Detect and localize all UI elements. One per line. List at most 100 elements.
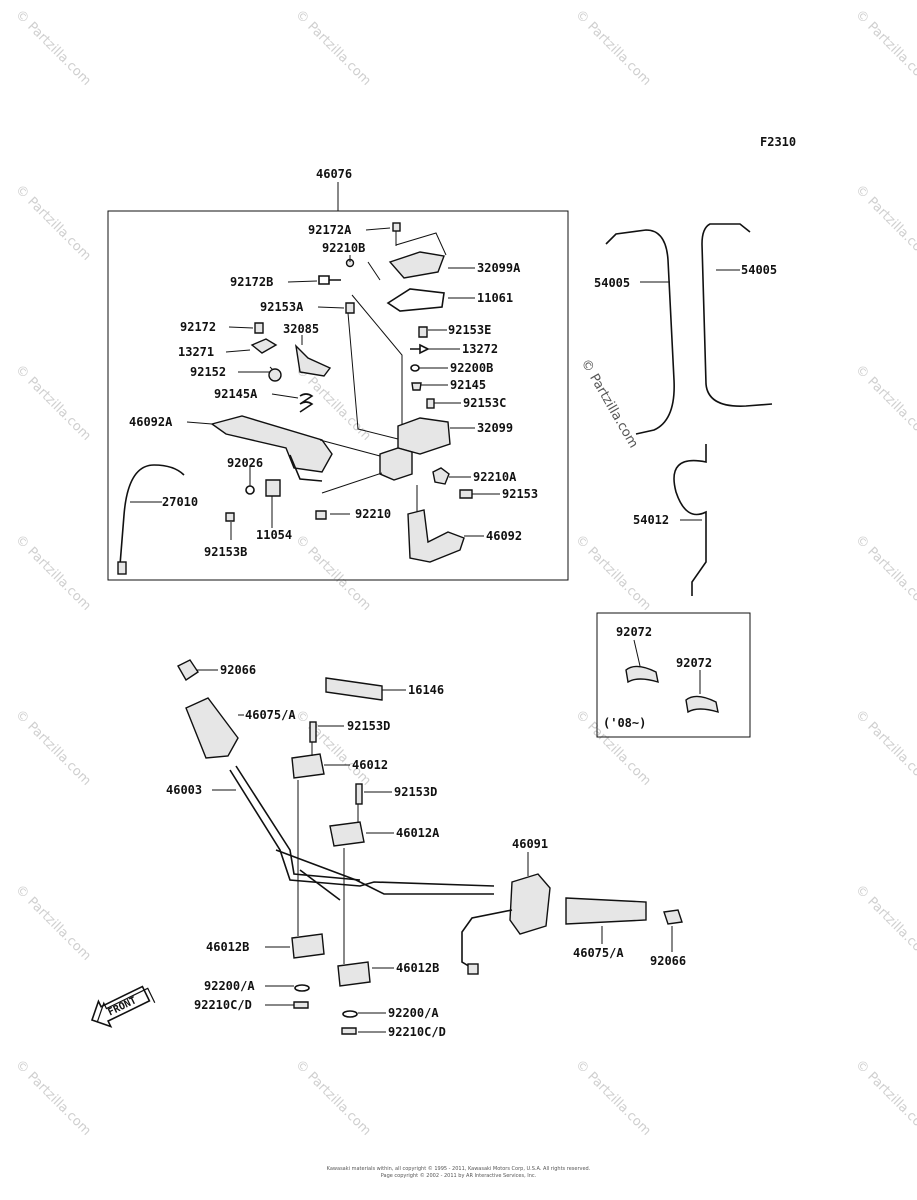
washer-icon <box>342 1010 358 1018</box>
part-label-46076: 46076 <box>316 167 352 181</box>
nut-icon <box>293 1001 309 1009</box>
screw-icon <box>225 512 235 522</box>
switch-wire-icon <box>461 909 513 969</box>
part-label-92153D: 92153D <box>394 785 437 799</box>
clip-icon <box>685 695 719 714</box>
master-cylinder-icon <box>397 417 451 455</box>
part-label-11054: 11054 <box>256 528 292 542</box>
part-label-92210CD: 92210C/D <box>194 998 252 1012</box>
copyright-line: Kawasaki materials within, all copyright… <box>326 1166 591 1172</box>
washer-icon <box>245 485 255 495</box>
part-label-46012B: 46012B <box>396 961 439 975</box>
bolt-icon <box>345 302 355 314</box>
part-label-13272: 13272 <box>462 342 498 356</box>
bolt-icon <box>459 489 473 499</box>
part-label-11061: 11061 <box>477 291 513 305</box>
throttle-cable-icon <box>605 229 675 435</box>
part-label-46012B: 46012B <box>206 940 249 954</box>
nut-icon <box>341 1027 357 1035</box>
brake-lever-icon <box>210 415 333 473</box>
inset-note: ('08~) <box>603 716 646 730</box>
holder-icon <box>291 753 325 779</box>
grip-icon <box>185 697 239 759</box>
leader-lines-upper <box>130 227 500 540</box>
part-label-92172A: 92172A <box>308 223 352 237</box>
front-arrow-icon <box>90 985 151 1028</box>
watermark: © Partzilla.com <box>292 1057 374 1139</box>
part-label-54005: 54005 <box>741 263 777 277</box>
cable-icon <box>673 444 707 596</box>
labels-lower: 92066 46075/A 16146 92153D 46012 46003 9… <box>166 663 686 1039</box>
bracket-icon <box>250 338 278 354</box>
watermark: © Partzilla.com <box>12 362 94 444</box>
brake-switch-wire-icon <box>119 464 185 566</box>
part-label-46003: 46003 <box>166 783 202 797</box>
part-label-92072: 92072 <box>676 656 712 670</box>
switch-icon <box>265 479 281 497</box>
part-label-92200A: 92200/A <box>388 1006 439 1020</box>
nut-icon <box>315 510 327 520</box>
bar-end-icon <box>663 909 683 925</box>
part-label-46012: 46012 <box>352 758 388 772</box>
inset-frame <box>596 612 751 738</box>
watermark: © Partzilla.com <box>578 357 641 451</box>
pin-icon <box>268 368 282 382</box>
part-label-92145: 92145 <box>450 378 486 392</box>
part-label-92153D: 92153D <box>347 719 390 733</box>
watermark: © Partzilla.com <box>852 362 917 444</box>
footer: Kawasaki materials within, all copyright… <box>0 1166 917 1180</box>
part-label-92200A: 92200/A <box>204 979 255 993</box>
reflector-icon <box>294 343 332 377</box>
part-label-92153B: 92153B <box>204 545 247 559</box>
part-label-54012: 54012 <box>633 513 669 527</box>
nut-icon <box>432 467 450 485</box>
clamp-icon <box>379 447 413 481</box>
part-label-92153E: 92153E <box>448 323 491 337</box>
watermark: © Partzilla.com <box>852 707 917 789</box>
watermark: © Partzilla.com <box>572 1057 654 1139</box>
part-label-92210B: 92210B <box>322 241 365 255</box>
bolt-icon <box>355 783 363 805</box>
part-label-92210: 92210 <box>355 507 391 521</box>
handlebar-pad-icon <box>325 677 383 701</box>
inset-box: 92072 92072 ('08~) <box>596 612 751 738</box>
part-label-92153: 92153 <box>502 487 538 501</box>
watermarks: © Partzilla.com © Partzilla.com © Partzi… <box>12 7 917 1139</box>
connector-icon <box>467 963 479 975</box>
screw-icon <box>426 398 435 409</box>
part-label-92172: 92172 <box>180 320 216 334</box>
boot-icon <box>411 382 422 391</box>
part-label-46075A: 46075/A <box>573 946 624 960</box>
watermark: © Partzilla.com <box>852 182 917 264</box>
master-cylinder-parts <box>117 222 473 575</box>
part-label-16146: 16146 <box>408 683 444 697</box>
part-label-46075A: 46075/A <box>245 708 296 722</box>
watermark: © Partzilla.com <box>12 882 94 964</box>
bracket-icon <box>407 509 465 563</box>
reservoir-cap-icon <box>388 251 445 279</box>
watermark: © Partzilla.com <box>292 362 374 444</box>
watermark: © Partzilla.com <box>12 182 94 264</box>
watermark: © Partzilla.com <box>12 7 94 89</box>
screw-icon <box>254 322 264 334</box>
watermark: © Partzilla.com <box>572 7 654 89</box>
watermark: © Partzilla.com <box>292 532 374 614</box>
part-label-92153C: 92153C <box>463 396 506 410</box>
holder-icon <box>329 821 365 847</box>
diaphragm-icon <box>386 288 445 312</box>
holder-icon <box>337 961 371 987</box>
part-label-92145A: 92145A <box>214 387 258 401</box>
part-label-54005: 54005 <box>594 276 630 290</box>
connector-icon <box>117 561 127 575</box>
spring-icon <box>299 393 314 413</box>
part-label-46092: 46092 <box>486 529 522 543</box>
bar-end-icon <box>177 659 199 681</box>
watermark: © Partzilla.com <box>12 707 94 789</box>
grip-icon <box>565 897 647 925</box>
part-label-46012A: 46012A <box>396 826 440 840</box>
washer-icon <box>410 364 420 372</box>
watermark: © Partzilla.com <box>852 1057 917 1139</box>
watermark: © Partzilla.com <box>12 532 94 614</box>
part-label-92026: 92026 <box>227 456 263 470</box>
